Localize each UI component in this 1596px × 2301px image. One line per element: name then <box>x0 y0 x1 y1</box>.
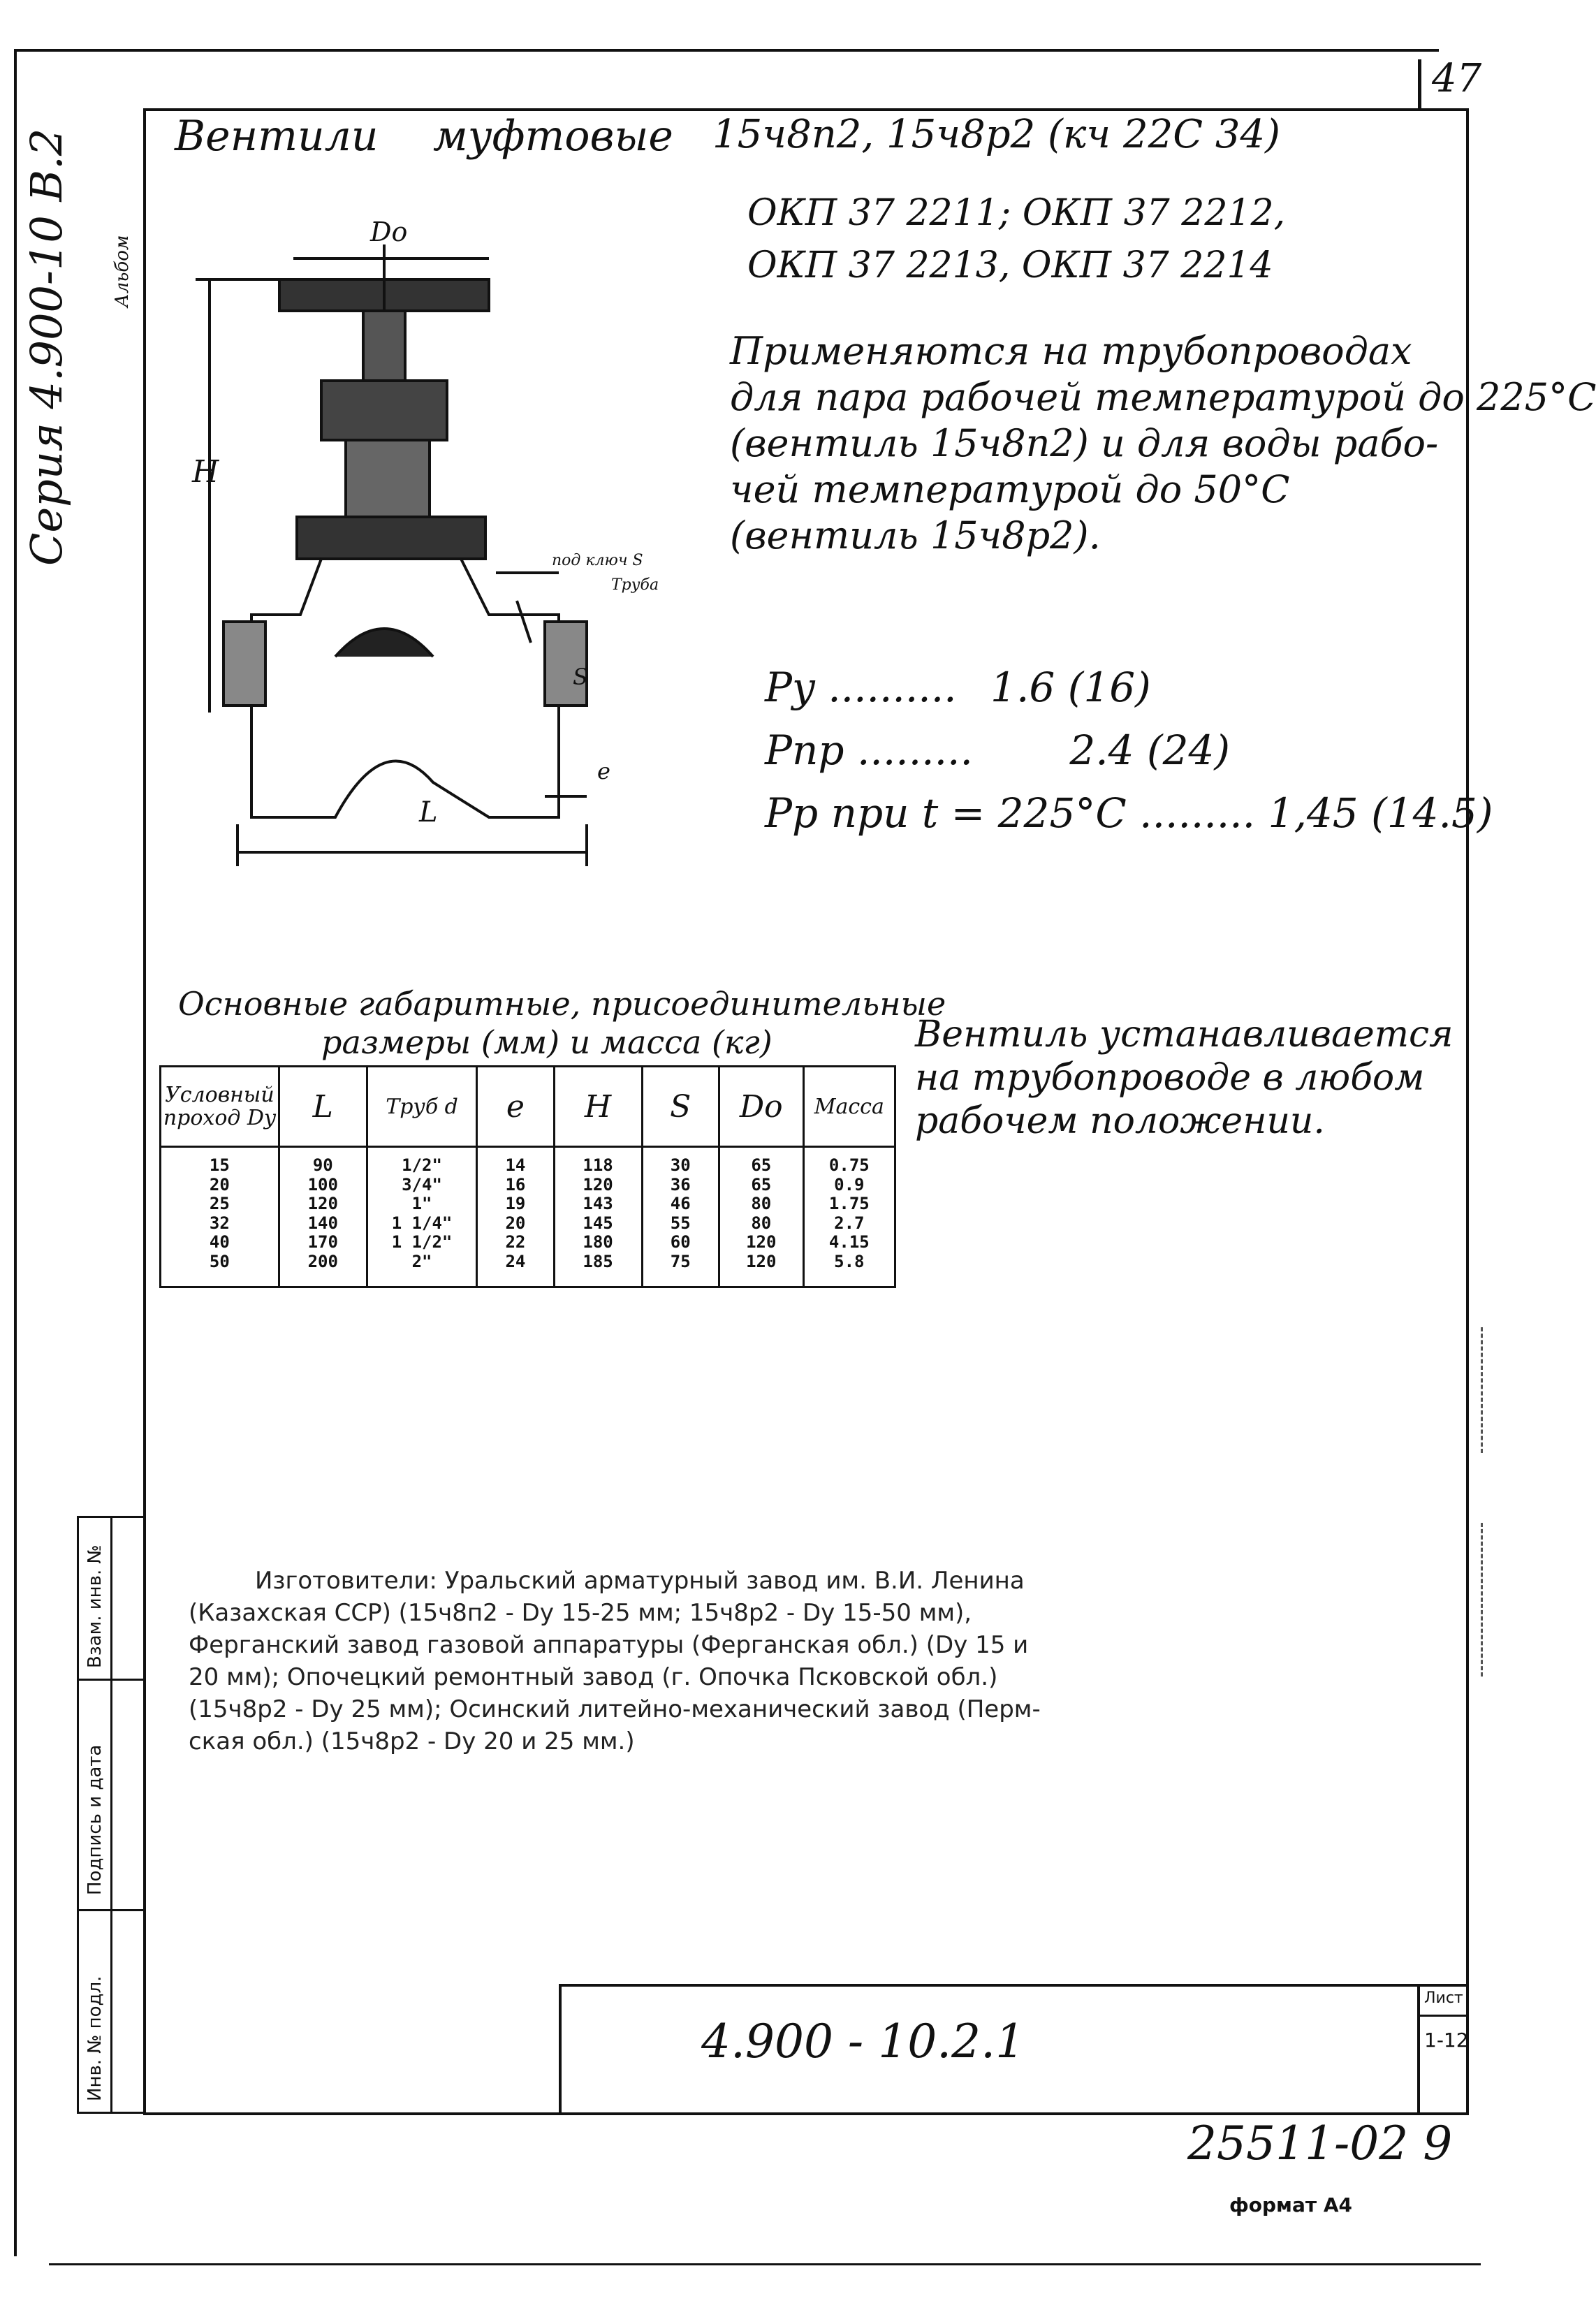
install-note-line: на трубопроводе в любом <box>915 1057 1425 1099</box>
column-pipe-d: 1/2"3/4"1"1 1/4"1 1/2"2" <box>365 1146 478 1288</box>
header-S: S <box>640 1065 720 1148</box>
pressure-row-py: Py .......... 1.6 (16) <box>765 664 1151 711</box>
stamp-vline <box>110 1518 112 2112</box>
manufacturers-line: ская обл.) (15ч8р2 - Dу 20 и 25 мм.) <box>189 1727 635 1755</box>
title-block: 4.900 - 10.2.1 Лист 1-12 <box>559 1984 1469 2112</box>
table-header-row: Условный проход Dy L Труб d e H S Do Мас… <box>159 1065 897 1148</box>
pressure-label: Pпр <box>765 726 844 774</box>
note-key: под ключ S <box>552 552 643 569</box>
stamp-divider <box>79 1909 145 1911</box>
pressure-value: 1.6 (16) <box>990 664 1151 711</box>
sheet-value: 1-12 <box>1424 2029 1469 2052</box>
header-pipe-d: Труб d <box>365 1065 478 1148</box>
install-note-line: рабочем положении. <box>915 1100 1325 1142</box>
pressure-value: 2.4 (24) <box>1069 726 1231 774</box>
manufacturers-line: Изготовители: Уральский арматурный завод… <box>255 1567 1025 1595</box>
document-code: 4.900 - 10.2.1 <box>701 2015 1025 2068</box>
outer-frame-bottom <box>49 2263 1481 2265</box>
stamp-divider <box>79 1679 145 1681</box>
application-line: (вентиль 15ч8р2). <box>730 513 1101 557</box>
header-mass: Масса <box>802 1065 897 1148</box>
side-album-label: Альбом <box>112 235 133 307</box>
pressure-row-ppr: Pпр ......... 2.4 (24) <box>765 726 1230 774</box>
install-note: Вентиль устанавливается на трубопроводе … <box>915 1013 1454 1143</box>
okp-line-1: ОКП 37 2211; ОКП 37 2212, <box>747 192 1286 234</box>
application-line: Применяются на трубопроводах <box>730 329 1412 373</box>
dim-e-label: e <box>597 758 610 784</box>
pressure-dots: ......... <box>1139 789 1256 837</box>
sheet-label: Лист <box>1424 1989 1463 2007</box>
valve-drawing <box>196 244 588 866</box>
okp-line-2: ОКП 37 2213, ОКП 37 2214 <box>747 244 1273 286</box>
header-H: H <box>552 1065 643 1148</box>
manufacturers-line: (15ч8р2 - Dу 25 мм); Осинский литейно-ме… <box>189 1695 1041 1723</box>
application-line: для пара рабочей температурой до 225°С <box>730 375 1596 419</box>
side-series-label: Серия 4.900-10 В.2 <box>21 128 72 566</box>
install-note-line: Вентиль устанавливается <box>915 1014 1454 1055</box>
title-word-2: муфтовые <box>433 112 673 161</box>
pressure-label: Py <box>765 664 815 711</box>
sheet-cell: Лист 1-12 <box>1417 1987 1469 2112</box>
corner-tick <box>1418 59 1421 108</box>
outer-frame-top <box>14 49 1439 52</box>
manufacturers-line: (Казахская ССР) (15ч8п2 - Dу 15-25 мм; 1… <box>189 1599 972 1627</box>
dim-L-label: L <box>419 796 438 828</box>
sheet-number: 47 <box>1432 56 1482 101</box>
pressure-value: 1,45 (14.5) <box>1268 789 1493 837</box>
header-e: e <box>476 1065 555 1148</box>
title-models: 15ч8п2, 15ч8р2 (кч 22С 34) <box>712 112 1280 157</box>
specs-table: Условный проход Dy L Труб d e H S Do Мас… <box>159 1065 897 1288</box>
note-pipe: Труба <box>611 576 659 594</box>
format-label: формат А4 <box>1229 2193 1352 2216</box>
table-caption-1: Основные габаритные, присоединительные <box>178 985 946 1023</box>
pressure-dots: ......... <box>856 726 973 774</box>
application-text: Применяются на трубопроводах для пара ра… <box>730 328 1596 559</box>
stamp-vzam-inv: Взам. инв. № <box>85 1544 105 1668</box>
inner-frame <box>143 108 1469 2115</box>
edge-dash <box>1481 1327 1487 1453</box>
dim-H-label: H <box>192 454 219 490</box>
application-line: (вентиль 15ч8п2) и для воды рабо- <box>730 421 1439 465</box>
pressure-label: Pp при t = 225°С <box>765 789 1127 837</box>
stamp-column: Взам. инв. № Подпись и дата Инв. № подл. <box>77 1516 145 2114</box>
manufacturers-line: Ферганский завод газовой аппаратуры (Фер… <box>189 1631 1029 1659</box>
header-Do: Do <box>717 1065 805 1148</box>
header-L: L <box>277 1065 368 1148</box>
edge-dash <box>1481 1523 1487 1677</box>
dim-S-label: S <box>573 664 588 690</box>
outer-frame-left <box>14 49 17 2256</box>
header-dy: Условный проход Dy <box>159 1065 280 1148</box>
pressure-dots: .......... <box>828 664 957 711</box>
manufacturers-text: Изготовители: Уральский арматурный завод… <box>189 1565 1041 1758</box>
dim-Do-label: Dо <box>370 217 408 247</box>
stamp-podpis-data: Подпись и дата <box>85 1744 105 1895</box>
handwritten-number: 25511-02 9 <box>1187 2117 1453 2170</box>
manufacturers-line: 20 мм); Опочецкий ремонтный завод (г. Оп… <box>189 1663 998 1691</box>
pressure-row-pp: Pp при t = 225°С ......... 1,45 (14.5) <box>765 789 1493 837</box>
table-caption-2: размеры (мм) и масса (кг) <box>321 1023 773 1061</box>
sheet-divider <box>1420 2015 1469 2017</box>
title-word-1: Вентили <box>175 112 379 161</box>
stamp-inv-podl: Инв. № подл. <box>85 1975 105 2101</box>
application-line: чей температурой до 50°С <box>730 467 1290 511</box>
